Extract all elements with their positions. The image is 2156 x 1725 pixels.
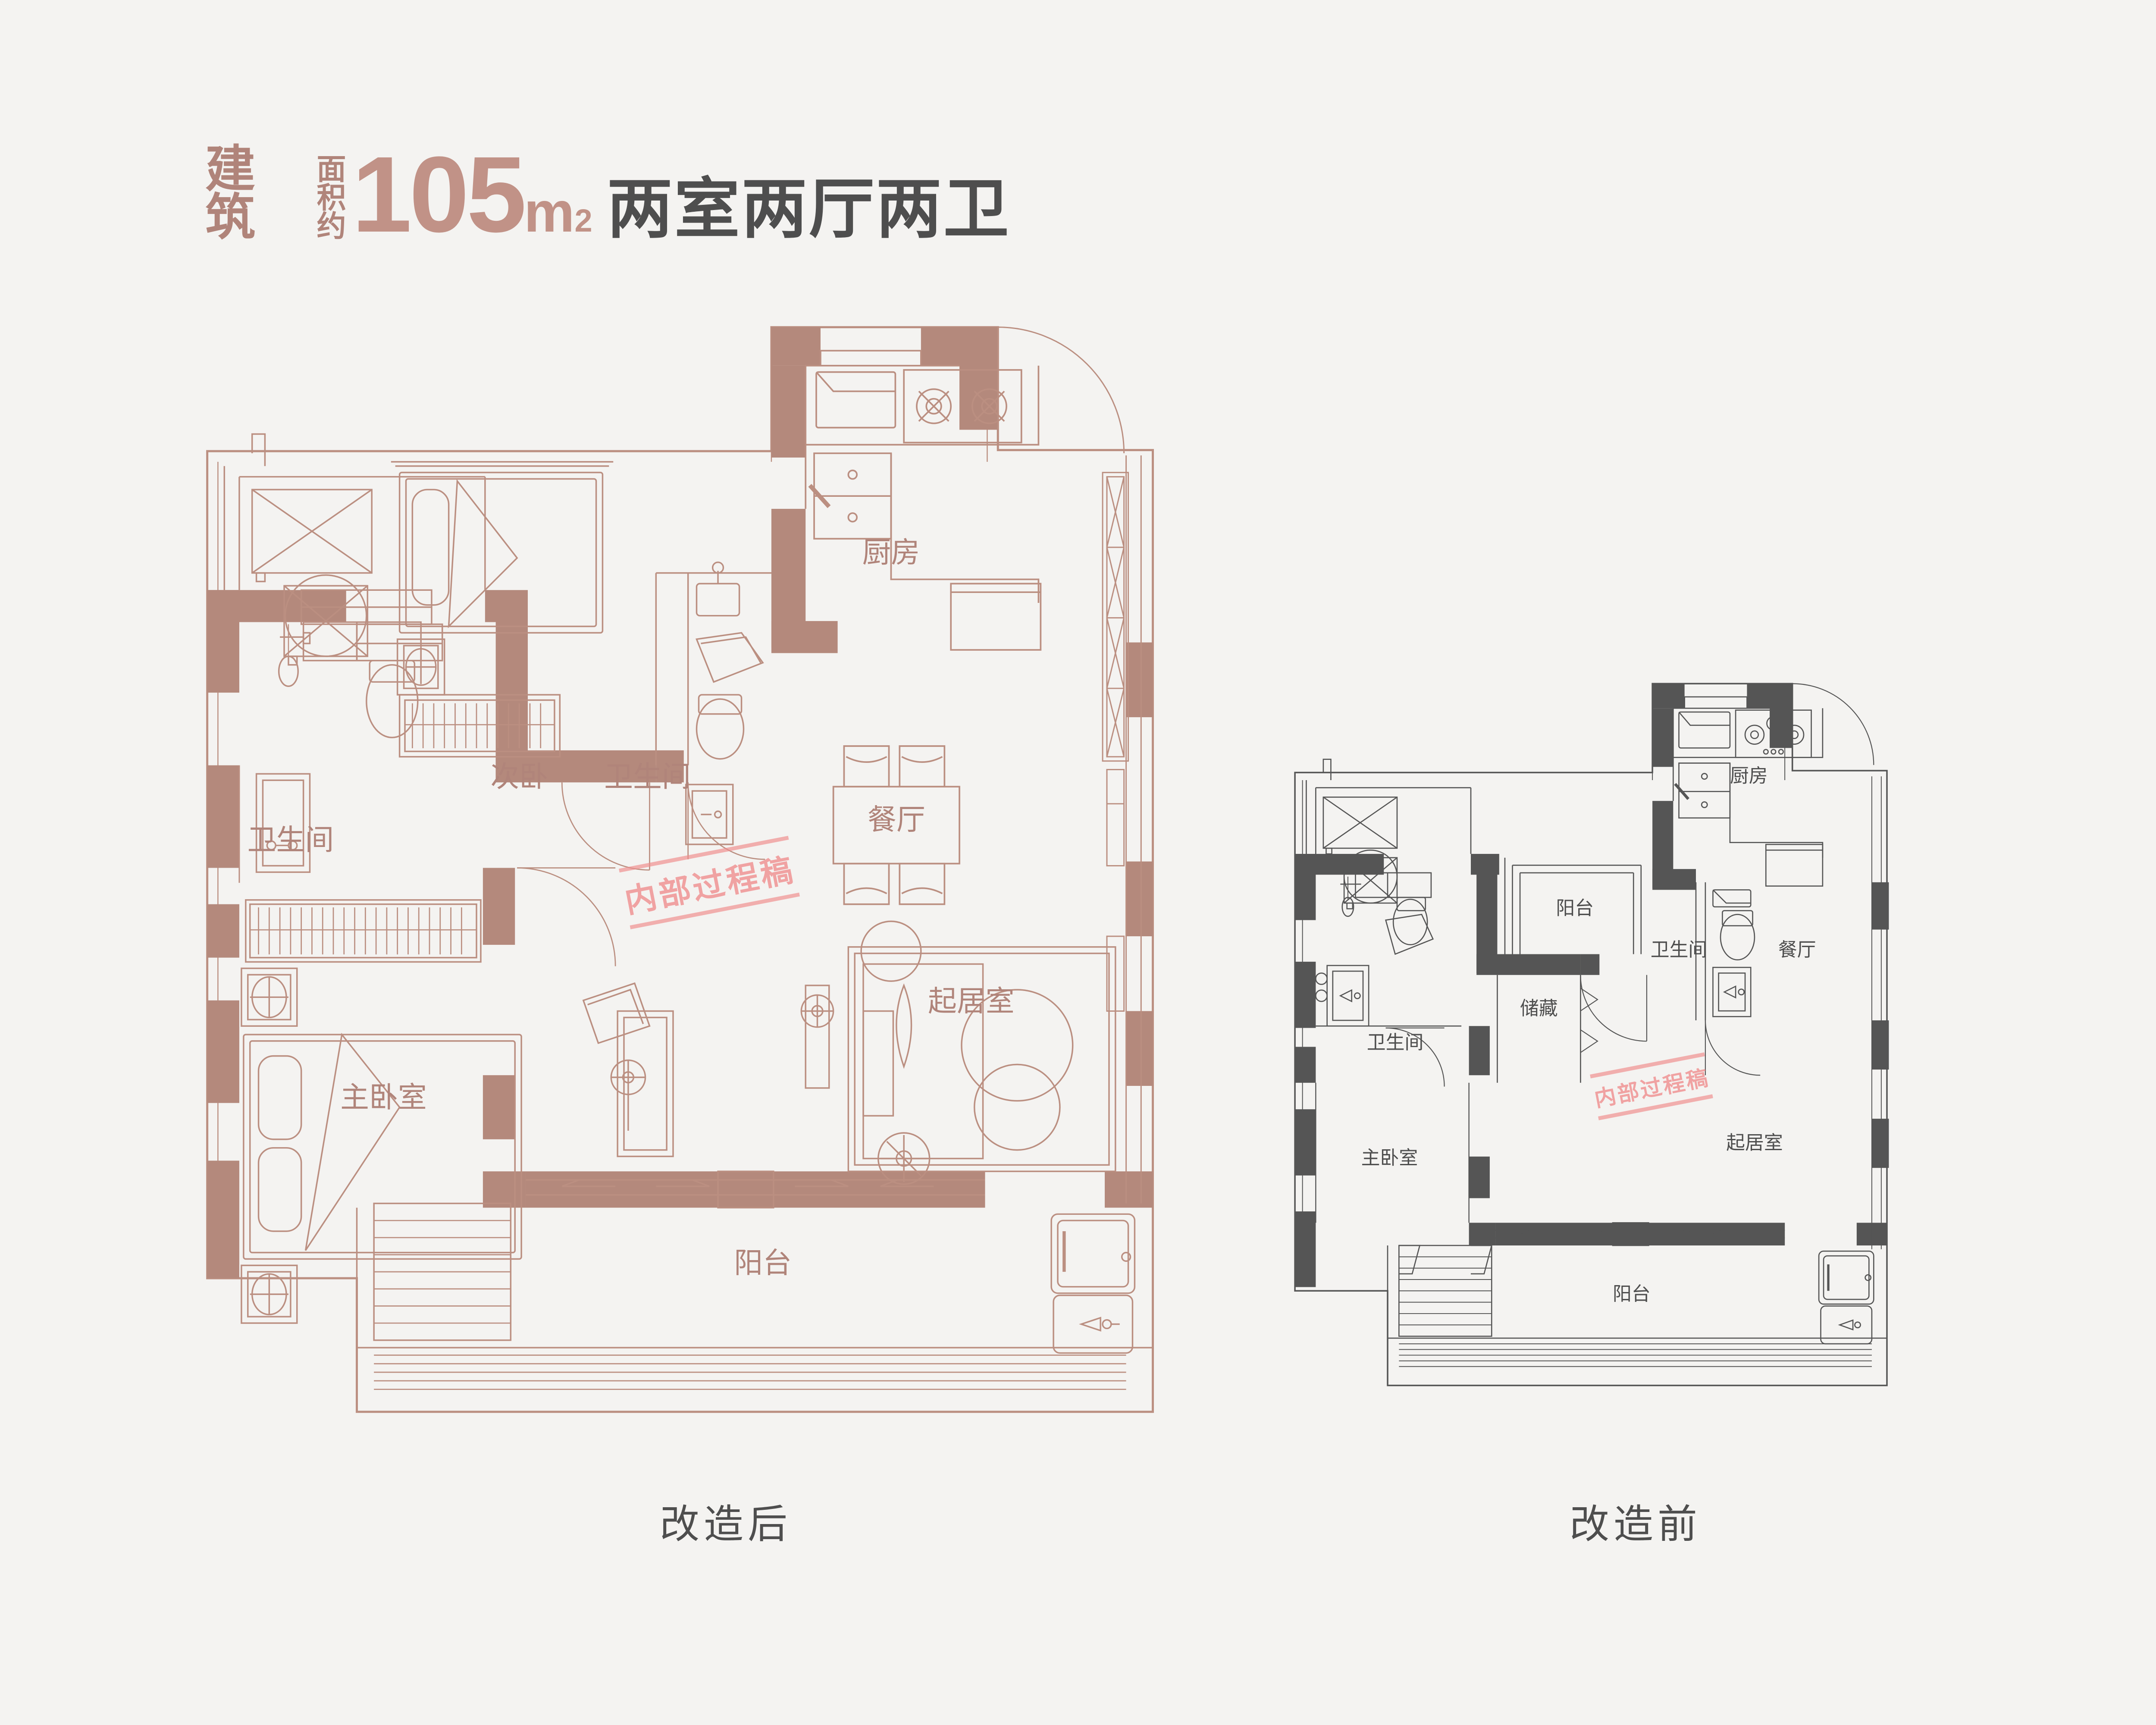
header-vertical-labels: 建筑 — [151, 142, 254, 239]
header-title-block: 建筑 面积约 105 m 2 两室两厅两卫 — [151, 134, 1011, 255]
room-label-bathroom-1: 卫生间 — [1367, 1032, 1424, 1053]
room-configuration: 两室两厅两卫 — [607, 172, 1011, 246]
header-area-about-wrap: 面积约 — [254, 154, 345, 239]
room-label-dining: 餐厅 — [868, 803, 925, 836]
caption-after-renovation: 改造后 — [660, 1502, 792, 1546]
area-superscript: 2 — [574, 203, 592, 239]
area-number: 105 — [352, 134, 526, 255]
room-label-balcony-north: 阳台 — [1556, 897, 1594, 919]
label-area-about: 面积约 — [312, 154, 345, 239]
room-label-dining: 餐厅 — [1778, 939, 1816, 960]
room-label-kitchen: 厨房 — [1730, 765, 1768, 786]
room-label-living: 起居室 — [928, 985, 1015, 1018]
room-label-kitchen: 厨房 — [862, 536, 920, 569]
room-label-bathroom-2: 卫生间 — [1651, 939, 1708, 960]
room-label-bathroom-1: 卫生间 — [248, 824, 334, 856]
floorplan-after-renovation: 厨房 卫生间 次卧 卫生间 餐厅 起居室 主卧室 阳台 — [185, 263, 1255, 1471]
room-label-master-bedroom: 主卧室 — [1361, 1147, 1418, 1168]
floorplan-before-renovation: 厨房 阳台 储藏 卫生间 餐厅 卫生间 主卧室 起居室 阳台 — [1268, 638, 1958, 1471]
room-label-storage: 储藏 — [1520, 998, 1558, 1019]
room-label-balcony-south: 阳台 — [1613, 1283, 1651, 1305]
area-value-group: 105 m 2 两室两厅两卫 — [352, 134, 1011, 255]
area-unit: m — [524, 180, 575, 244]
room-label-bedroom-2: 次卧 — [490, 761, 548, 793]
room-label-living: 起居室 — [1726, 1132, 1783, 1153]
room-label-bathroom-2: 卫生间 — [604, 761, 691, 793]
label-build: 建筑 — [198, 142, 254, 239]
room-label-balcony: 阳台 — [734, 1247, 792, 1280]
caption-before-renovation: 改造前 — [1570, 1502, 1702, 1546]
room-label-master-bedroom: 主卧室 — [340, 1082, 427, 1114]
